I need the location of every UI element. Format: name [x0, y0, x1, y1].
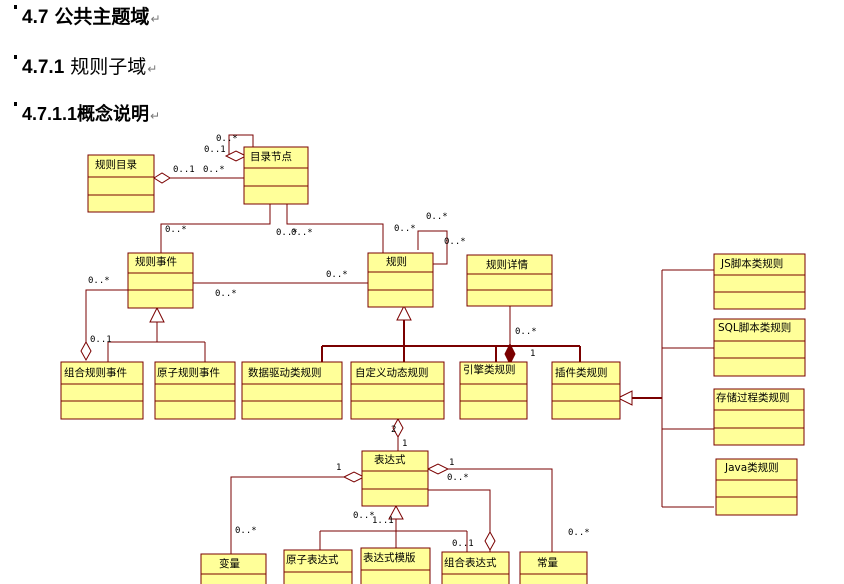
multiplicity: 1..1 — [372, 516, 394, 526]
class-rule[interactable]: 规则 — [367, 252, 434, 308]
class-atomic-rule-event[interactable]: 原子规则事件 — [154, 361, 236, 420]
heading-4-7-1: 4.7.1 规则子域 ↵ — [14, 52, 157, 79]
multiplicity: 0..* — [291, 228, 313, 238]
class-rule-detail[interactable]: 规则详情 — [466, 254, 553, 307]
class-name: 规则目录 — [95, 158, 137, 171]
class-name: 组合表达式 — [444, 556, 497, 569]
multiplicity: 0..* — [88, 276, 110, 286]
class-name: 存储过程类规则 — [716, 391, 790, 404]
aggregation-diamond-icon — [426, 463, 450, 475]
class-name: 规则事件 — [135, 255, 177, 268]
heading-4-7: 4.7 公共主题域 ↵ — [14, 2, 161, 29]
aggregation-diamond-icon — [153, 172, 171, 184]
class-name: JS脚本类规则 — [720, 257, 783, 270]
class-composite-expression[interactable]: 组合表达式 — [441, 551, 510, 584]
class-name: 引擎类规则 — [463, 363, 516, 376]
heading-4-7-1-1: 4.7.1.1 概念说明 ↵ — [14, 100, 160, 126]
multiplicity: 0..1 — [452, 539, 474, 549]
class-name: 自定义动态规则 — [355, 366, 429, 379]
heading-number: 4.7 — [22, 7, 49, 28]
class-name: 插件类规则 — [555, 366, 608, 379]
aggregation-diamond-icon — [484, 530, 496, 552]
aggregation-diamond-icon — [392, 417, 404, 439]
class-name: 规则 — [386, 255, 407, 268]
paragraph-mark-icon: ↵ — [147, 62, 158, 76]
heading-title: 规则子域 — [70, 56, 147, 78]
heading-title: 公共主题域 — [54, 7, 150, 28]
class-stored-procedure-rule[interactable]: 存储过程类规则 — [713, 388, 805, 446]
class-plugin-rule[interactable]: 插件类规则 — [551, 361, 621, 420]
multiplicity: 0..* — [515, 327, 537, 337]
multiplicity: 0..* — [326, 270, 348, 280]
generalization-arrow-icon — [616, 390, 633, 406]
multiplicity: 0..* — [165, 225, 187, 235]
class-expression[interactable]: 表达式 — [361, 450, 429, 507]
heading-bullet — [14, 55, 17, 59]
class-composite-rule-event[interactable]: 组合规则事件 — [60, 361, 144, 420]
class-constant[interactable]: 常量 — [519, 551, 588, 584]
multiplicity-labels: 0..* 0..1 0..1 0..* 0..* 0..* 0..* 0..* … — [88, 134, 590, 549]
class-atomic-expression[interactable]: 原子表达式 — [283, 549, 353, 584]
class-name: 目录节点 — [250, 151, 292, 163]
generalization-arrow-icon — [388, 504, 404, 520]
multiplicity: 0..* — [353, 511, 375, 521]
class-name: 表达式 — [374, 453, 406, 466]
paragraph-mark-icon: ↵ — [150, 109, 161, 123]
class-name: 规则详情 — [486, 258, 528, 271]
multiplicity: 0..* — [444, 237, 466, 247]
connector-decorations — [80, 150, 633, 552]
aggregation-diamond-icon — [342, 471, 366, 483]
multiplicity: 0..* — [276, 228, 298, 238]
heading-bullet — [14, 102, 17, 106]
heading-bullet — [14, 5, 17, 9]
generalization-arrow-icon — [396, 304, 412, 321]
aggregation-diamond-icon — [80, 340, 92, 362]
class-name: 原子规则事件 — [157, 366, 220, 379]
multiplicity: 0..* — [447, 473, 469, 483]
multiplicity: 1 — [402, 439, 407, 449]
class-catalog-node[interactable]: 目录节点 — [243, 146, 309, 205]
class-data-driven-rule[interactable]: 数据驱动类规则 — [241, 361, 343, 420]
class-engine-rule[interactable]: 引擎类规则 — [459, 361, 528, 420]
multiplicity: 0..* — [426, 212, 448, 222]
class-js-script-rule[interactable]: JS脚本类规则 — [713, 253, 806, 310]
class-name: 数据驱动类规则 — [248, 366, 322, 379]
heading-number: 4.7.1.1 — [22, 104, 78, 124]
class-custom-dynamic-rule[interactable]: 自定义动态规则 — [350, 361, 445, 420]
multiplicity: 0..* — [215, 289, 237, 299]
paragraph-mark-icon: ↵ — [150, 12, 161, 26]
multiplicity: 0..1 — [204, 145, 226, 155]
class-rule-catalog[interactable]: 规则目录 — [87, 154, 155, 213]
multiplicity: 0..* — [568, 528, 590, 538]
multiplicity: 1 — [336, 463, 341, 473]
connectors — [85, 134, 714, 554]
class-name: 常量 — [537, 556, 558, 569]
aggregation-diamond-icon — [224, 150, 248, 162]
multiplicity: 1 — [530, 349, 535, 359]
class-name: 组合规则事件 — [64, 366, 127, 379]
class-variable[interactable]: 变量 — [200, 553, 267, 584]
multiplicity: 0..1 — [173, 165, 195, 175]
multiplicity: 0..* — [216, 134, 238, 144]
class-name: SQL脚本类规则 — [718, 321, 791, 334]
heading-title: 概念说明 — [77, 104, 150, 124]
class-name: 原子表达式 — [286, 553, 339, 566]
multiplicity: 0..* — [394, 224, 416, 234]
heading-number: 4.7.1 — [22, 57, 65, 78]
class-rule-event[interactable]: 规则事件 — [127, 252, 194, 309]
class-expression-template[interactable]: 表达式模版 — [360, 547, 431, 584]
class-name: 表达式模版 — [363, 551, 416, 564]
multiplicity: 0..1 — [90, 335, 112, 345]
class-java-rule[interactable]: Java类规则 — [715, 458, 798, 516]
multiplicity: 2 — [391, 425, 396, 435]
multiplicity: 0..* — [203, 165, 225, 175]
multiplicity: 0..* — [235, 526, 257, 536]
multiplicity: 1 — [449, 458, 454, 468]
class-name: 变量 — [219, 557, 240, 570]
class-sql-script-rule[interactable]: SQL脚本类规则 — [713, 318, 806, 377]
class-name: Java类规则 — [724, 461, 779, 474]
generalization-arrow-icon — [149, 306, 165, 323]
